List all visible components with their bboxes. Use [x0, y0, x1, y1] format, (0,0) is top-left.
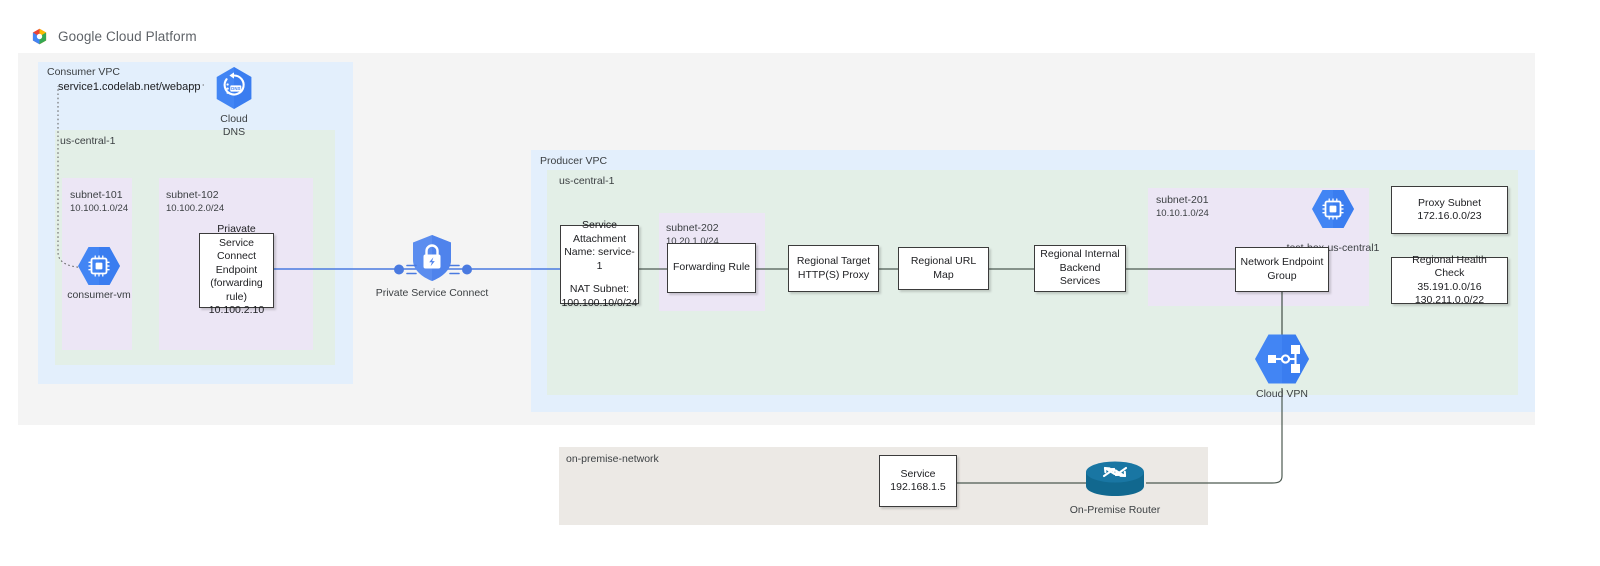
subnet-201-label: subnet-201 10.10.1.0/24 [1156, 194, 1209, 220]
subnet-201-name: subnet-201 [1156, 194, 1209, 206]
test-box-node[interactable]: test-box-us-central1 [1287, 189, 1379, 254]
private-service-connect-caption: Private Service Connect [375, 287, 489, 299]
subnet-102-label: subnet-102 10.100.2.0/24 [166, 189, 224, 215]
psc-endpoint-box[interactable]: Priavate Service Connect Endpoint (forwa… [199, 223, 274, 316]
target-proxy-line1: Regional Target [796, 255, 871, 267]
subnet-202-name: subnet-202 [666, 222, 719, 234]
consumer-vm-node[interactable]: consumer-vm [67, 246, 131, 302]
gcp-title: Google Cloud Platform [58, 29, 197, 44]
subnet-202-cidr: 10.20.1.0/24 [666, 236, 719, 247]
consumer-vpc-label: Consumer VPC [47, 66, 120, 78]
onprem-service-line1: Service [900, 467, 936, 480]
subnet-101-label: subnet-101 10.100.1.0/24 [70, 189, 128, 215]
health-check-line3: 130.211.0.0/22 [1414, 294, 1485, 306]
regional-target-proxy-box[interactable]: Regional Target HTTP(S) Proxy [788, 245, 879, 292]
producer-region-label: us-central-1 [559, 175, 615, 187]
consumer-region-label: us-central-1 [60, 135, 116, 147]
psc-endpoint-line1: Priavate Service [217, 223, 256, 249]
gcp-header: Google Cloud Platform [30, 27, 197, 46]
cloud-vpn-icon [1255, 334, 1309, 384]
psc-endpoint-line4: 10.100.2.10 [208, 304, 265, 317]
on-premise-router-icon [1086, 461, 1144, 496]
private-service-connect-node[interactable]: Private Service Connect [376, 234, 488, 300]
google-cloud-platform-logo-icon [32, 28, 47, 45]
on-premise-service-box[interactable]: Service 192.168.1.5 [879, 455, 957, 507]
cloud-dns-caption: Cloud DNS [220, 113, 247, 139]
service-attachment-spacer [562, 273, 638, 283]
regional-health-check-box[interactable]: Regional Health Check 35.191.0.0/16 130.… [1391, 253, 1508, 306]
regional-url-map-box[interactable]: Regional URL Map [898, 247, 989, 290]
service-attachment-box[interactable]: Service Attachment Name: service-1 NAT S… [560, 219, 639, 309]
psc-endpoint-line3: (forwarding rule) [210, 277, 263, 303]
forwarding-rule-box[interactable]: Forwarding Rule [667, 243, 756, 293]
cloud-vpn-caption: Cloud VPN [1256, 388, 1308, 400]
svg-text:DNS: DNS [231, 86, 240, 91]
cloud-dns-caption-line2: DNS [222, 126, 246, 138]
service-attachment-line5: 100.100.10/0/24 [561, 296, 638, 309]
backend-services-line2: Backend Services [1059, 261, 1101, 288]
subnet-101-cidr: 10.100.1.0/24 [70, 203, 129, 214]
subnet-102-cidr: 10.100.2.0/24 [166, 203, 225, 214]
service-attachment-line4: NAT Subnet: [569, 283, 630, 295]
private-service-connect-icon [413, 235, 451, 281]
on-premise-router-node[interactable]: On-Premise Router [1070, 459, 1160, 516]
subnet-202-label: subnet-202 10.20.1.0/24 [666, 222, 719, 248]
service-attachment-line2: Attachment [572, 232, 627, 245]
subnet-201-cidr: 10.10.1.0/24 [1156, 208, 1209, 219]
neg-line2: Group [1267, 269, 1297, 282]
proxy-subnet-line1: Proxy Subnet [1417, 196, 1482, 209]
proxy-subnet-box[interactable]: Proxy Subnet 172.16.0.0/23 [1391, 186, 1508, 234]
health-check-line2: 35.191.0.0/16 [1417, 280, 1482, 293]
cloud-vpn-node[interactable]: Cloud VPN [1252, 333, 1312, 401]
regional-internal-backend-services-box[interactable]: Regional Internal Backend Services [1034, 245, 1126, 292]
backend-services-line1: Regional Internal [1040, 248, 1120, 261]
service-attachment-line1: Service [581, 219, 617, 231]
subnet-102-name: subnet-102 [166, 189, 219, 201]
onprem-service-line2: 192.168.1.5 [890, 481, 946, 493]
health-check-line1: Regional Health Check [1412, 253, 1487, 280]
service-attachment-line3: Name: service-1 [564, 246, 635, 272]
on-premise-network-label: on-premise-network [566, 453, 659, 465]
psc-link-decoration [394, 264, 472, 275]
subnet-101-name: subnet-101 [70, 189, 123, 201]
psc-endpoint-line2: Connect Endpoint [215, 250, 258, 276]
cloud-dns-icon: DNS [216, 67, 252, 109]
proxy-subnet-line2: 172.16.0.0/23 [1417, 210, 1482, 222]
on-premise-router-caption: On-Premise Router [1069, 504, 1161, 516]
dns-record-label: service1.codelab.net/webapp [58, 81, 201, 93]
cloud-dns-node[interactable]: DNS Cloud DNS [204, 66, 264, 139]
compute-vm-icon [78, 247, 120, 285]
consumer-vm-caption: consumer-vm [67, 289, 131, 301]
cloud-dns-caption-line1: Cloud [220, 113, 248, 125]
target-proxy-line2: HTTP(S) Proxy [797, 268, 870, 281]
compute-vm-icon [1312, 190, 1354, 228]
network-endpoint-group-box[interactable]: Network Endpoint Group [1235, 247, 1329, 292]
neg-line1: Network Endpoint [1240, 256, 1324, 268]
producer-vpc-label: Producer VPC [540, 155, 608, 167]
